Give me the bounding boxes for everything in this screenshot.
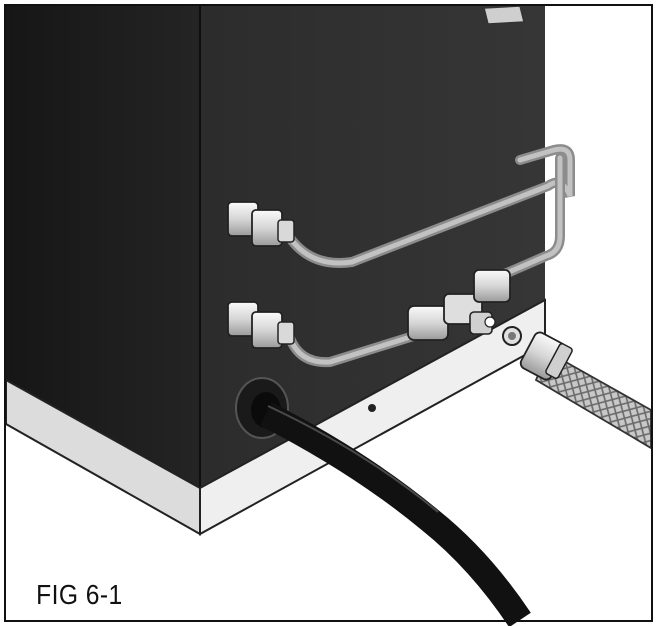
cabinet-front-panel	[200, 6, 545, 488]
figure-caption-box: FIG 6-1	[22, 572, 222, 618]
base-hole	[368, 404, 376, 412]
drain-hose	[260, 402, 531, 626]
cabinet-side-panel	[6, 6, 200, 488]
inlet-port-icon	[502, 326, 522, 346]
tee-fitting-icon	[407, 269, 511, 341]
top-bracket	[483, 5, 525, 25]
lower-compression-fitting-icon	[227, 301, 295, 349]
figure-caption: FIG 6-1	[36, 579, 123, 610]
braided-supply-hose	[519, 331, 652, 450]
upper-compression-fitting-icon	[227, 201, 295, 247]
